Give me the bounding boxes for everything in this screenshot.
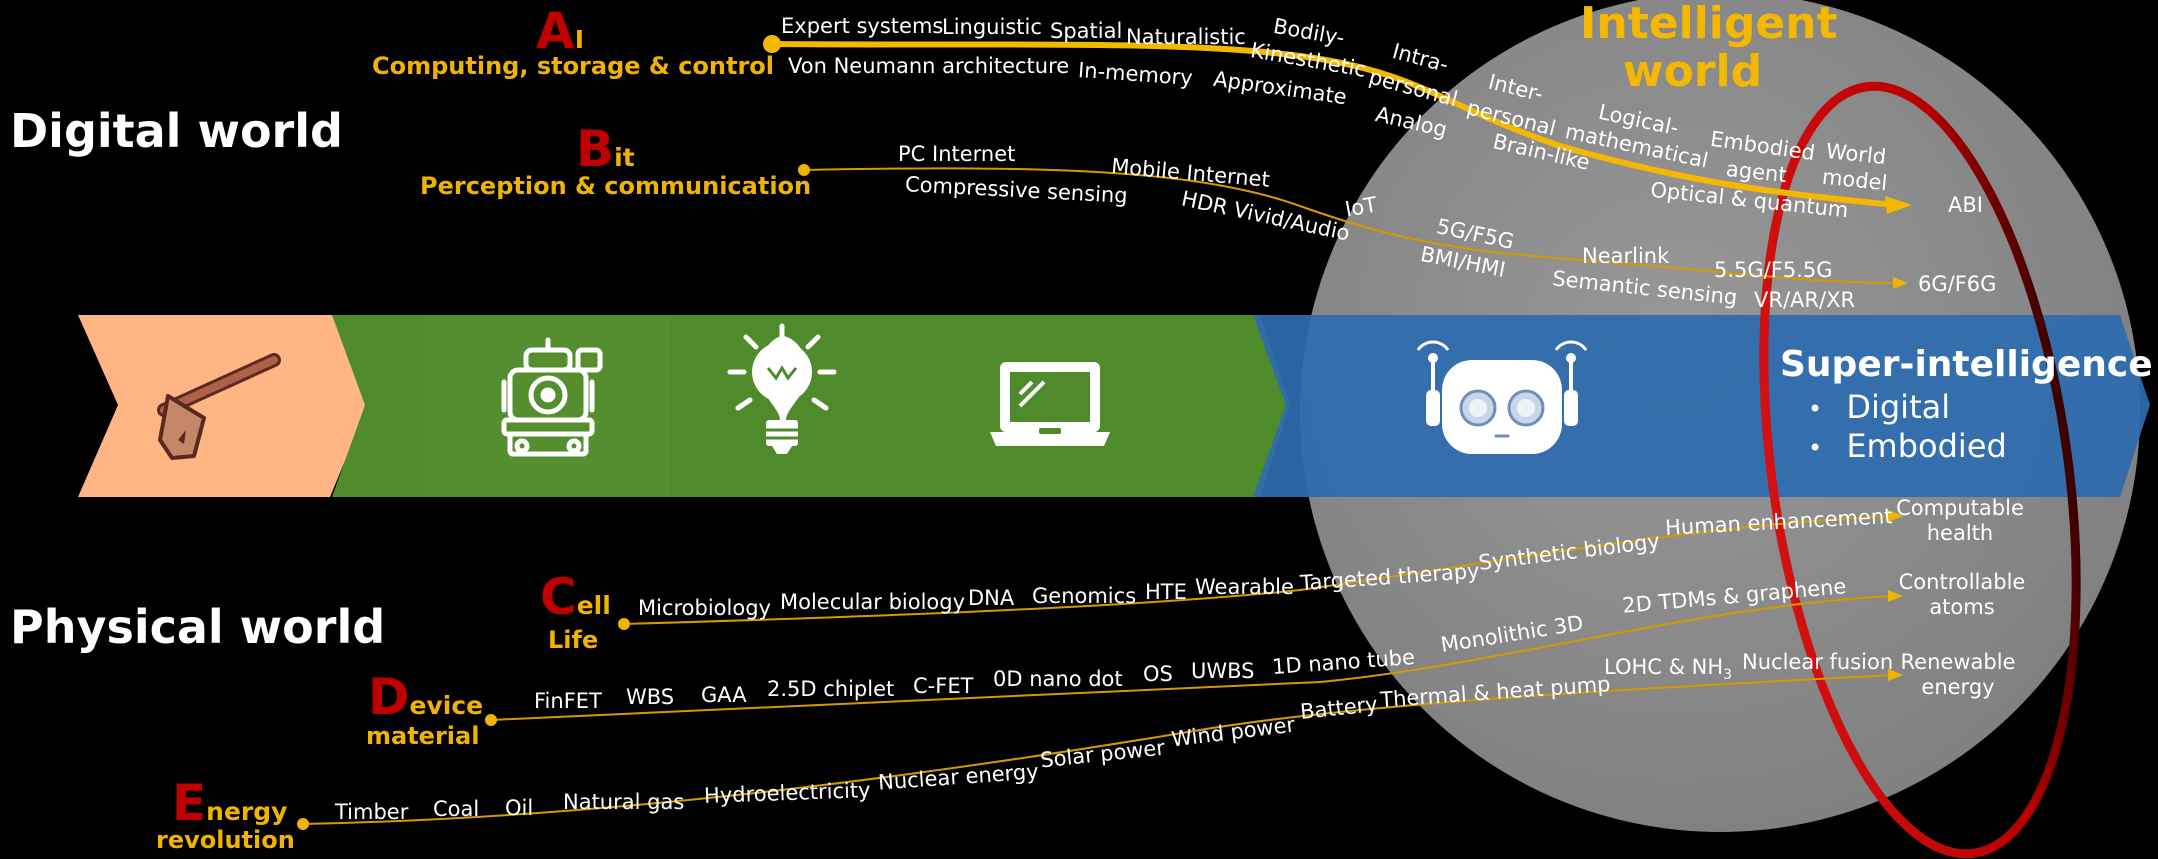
- ai-start-dot: [763, 35, 781, 53]
- target-controllable-atoms: Controllable atoms: [1892, 570, 2032, 620]
- era-chevron-stone: [78, 315, 368, 497]
- bit-category-title: Perception & communication: [420, 172, 812, 200]
- bit-label: PC Internet: [898, 142, 1016, 166]
- cell-label: Wearable: [1195, 575, 1294, 599]
- device-category-title: material: [366, 722, 480, 750]
- target-atoms-line1: Controllable: [1898, 570, 2026, 594]
- cell-start-dot: [618, 618, 630, 630]
- ai-letter: A: [536, 2, 575, 60]
- intelligent-world-title: Intelligent world: [1580, 0, 1838, 97]
- bit-arrowhead: [1893, 277, 1908, 289]
- cell-letter-rest: ell: [576, 591, 611, 620]
- super-item-digital: • Digital: [1808, 388, 1950, 426]
- axe-icon: [157, 353, 281, 460]
- cell-trajectory-line: [623, 515, 1896, 625]
- device-label: UWBS: [1191, 659, 1255, 683]
- target-health-line2: health: [1926, 521, 1994, 546]
- intelligent-world-line1: Intelligent: [1580, 0, 1838, 49]
- energy-letter: E: [172, 774, 207, 832]
- bit-letter: B: [576, 120, 615, 178]
- device-label: 0D nano dot: [993, 667, 1123, 691]
- device-label: FinFET: [534, 689, 602, 713]
- super-item-embodied: • Embodied: [1808, 427, 2007, 465]
- ai-label: Spatial: [1050, 19, 1123, 43]
- bullet-icon: •: [1808, 434, 1823, 462]
- ai-letter-rest: I: [574, 25, 585, 54]
- energy-label-lohc-subscript: 3: [1723, 667, 1733, 684]
- device-label: OS: [1143, 662, 1173, 686]
- target-health-line1: Computable: [1896, 496, 2024, 520]
- target-renewable-line2: energy: [1921, 675, 1995, 700]
- device-trajectory-line: [490, 595, 1896, 721]
- device-letter-rest: evice: [409, 691, 484, 720]
- energy-label: Natural gas: [563, 790, 685, 814]
- energy-label: Coal: [433, 797, 480, 821]
- device-arrowhead: [1888, 590, 1903, 602]
- laptop-icon: [990, 362, 1110, 446]
- target-6g: 6G/F6G: [1918, 272, 1997, 296]
- cell-label: HTE: [1145, 580, 1187, 604]
- energy-category: Energy: [172, 778, 287, 828]
- target-abi: ABI: [1948, 193, 1983, 217]
- device-start-dot: [485, 714, 497, 726]
- ai-category-title: Computing, storage & control: [372, 52, 775, 80]
- energy-trajectory-line: [302, 674, 1896, 825]
- steam-locomotive-icon: [501, 337, 603, 457]
- ai-label: Naturalistic: [1126, 25, 1246, 49]
- bit-label: Nearlink: [1582, 244, 1670, 268]
- cell-category: Cell: [540, 572, 611, 622]
- ai-label: Expert systems: [781, 14, 944, 38]
- energy-start-dot: [297, 818, 309, 830]
- target-renewable-line1: Renewable: [1900, 650, 2016, 674]
- bullet-icon: •: [1808, 395, 1823, 423]
- target-computable-health: Computable health: [1895, 496, 2025, 546]
- cell-label: Molecular biology: [780, 590, 966, 614]
- cell-category-title: Life: [548, 626, 599, 654]
- energy-label: LOHC & NH3: [1604, 655, 1732, 683]
- cell-arrowhead: [1888, 510, 1903, 522]
- energy-arrowhead: [1888, 669, 1903, 681]
- energy-label-lohc: LOHC & NH: [1604, 655, 1724, 679]
- device-label: C-FET: [913, 674, 974, 698]
- era-chevron-intelligent: [1253, 315, 2150, 497]
- target-renewable-energy: Renewable energy: [1898, 650, 2018, 700]
- physical-world-title: Physical world: [10, 600, 386, 654]
- device-label: 2.5D chiplet: [767, 677, 895, 701]
- target-atoms-line2: atoms: [1929, 595, 1995, 620]
- bit-letter-rest: it: [614, 143, 635, 172]
- bit-category: Bit: [576, 124, 635, 174]
- cell-label: Genomics: [1032, 584, 1137, 608]
- ai-arrowhead: [1885, 196, 1912, 214]
- ai-label: Von Neumann architecture: [788, 54, 1070, 78]
- ai-label: Linguistic: [942, 15, 1042, 39]
- bit-label: 5.5G/F5.5G: [1714, 258, 1833, 282]
- device-category: Device: [368, 672, 483, 722]
- intelligent-world-line2: world: [1622, 45, 1763, 97]
- energy-label: Oil: [505, 796, 534, 820]
- energy-label: Timber: [335, 800, 409, 824]
- energy-category-title: revolution: [156, 826, 295, 854]
- bit-start-dot: [798, 164, 810, 176]
- cell-letter: C: [540, 568, 577, 626]
- device-label: GAA: [701, 683, 747, 707]
- ai-category: AI: [536, 6, 584, 56]
- device-letter: D: [368, 668, 410, 726]
- bit-trajectory-line: [803, 167, 1901, 284]
- super-intelligence-title: Super-intelligence: [1780, 344, 2153, 385]
- device-label: WBS: [626, 685, 675, 709]
- cell-label: DNA: [968, 586, 1015, 610]
- cell-label: Microbiology: [638, 596, 771, 620]
- bit-label: VR/AR/XR: [1754, 288, 1856, 312]
- robot-icon: [1416, 340, 1588, 454]
- super-item-label: Digital: [1846, 388, 1951, 426]
- super-item-label: Embodied: [1846, 427, 2007, 465]
- super-intelligence-ring: [1759, 81, 2081, 859]
- digital-world-title: Digital world: [10, 104, 343, 158]
- energy-letter-rest: nergy: [206, 797, 288, 826]
- energy-label: Nuclear fusion: [1742, 650, 1894, 674]
- light-bulb-icon: [727, 323, 837, 454]
- ai-trajectory-line: [771, 41, 1896, 208]
